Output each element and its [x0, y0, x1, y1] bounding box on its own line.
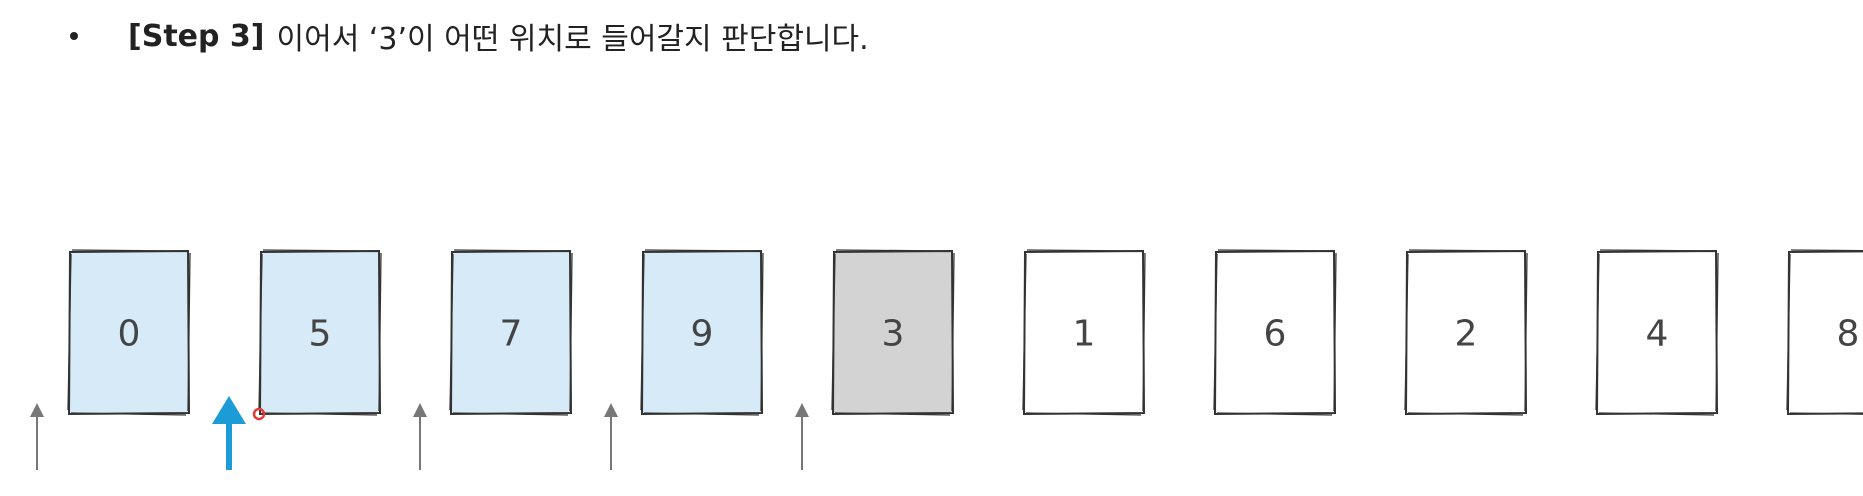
card-6: 6 [1213, 249, 1337, 416]
step-label: [Step 3] [128, 18, 265, 54]
arrow-head [604, 403, 618, 417]
insert-arrow-icon [30, 403, 44, 470]
card-outline [1213, 249, 1337, 416]
insert-arrow-icon [795, 403, 809, 470]
card-row: 0 5 7 9 3 1 6 2 4 8 [67, 249, 1863, 416]
heading-text: 이어서 ‘3’이 어떤 위치로 들어갈지 판단합니다. [276, 22, 869, 57]
insertion-arrows [30, 396, 809, 470]
card-4: 4 [1595, 249, 1719, 416]
card-9: 9 [640, 249, 764, 416]
card-outline [1595, 249, 1719, 416]
arrow-head [795, 403, 809, 417]
card-outline [449, 249, 573, 416]
card-3: 3 [831, 249, 955, 416]
card-outline [831, 249, 955, 416]
card-label: 7 [500, 314, 523, 355]
card-outline [1786, 249, 1863, 415]
mouse-pointer-icon [252, 407, 266, 421]
arrow-head [212, 396, 246, 424]
bullet-icon [70, 32, 78, 40]
card-outline [640, 249, 764, 416]
insert-arrow-icon [413, 403, 427, 470]
card-outline [67, 249, 191, 416]
card-label: 5 [309, 314, 332, 355]
card-label: 8 [1837, 314, 1860, 355]
card-outline [1022, 249, 1146, 416]
arrow-head [30, 403, 44, 417]
selected-insert-arrow-icon [212, 396, 246, 470]
heading: [Step 3] 이어서 ‘3’이 어떤 위치로 들어갈지 판단합니다. [70, 14, 869, 58]
card-label: 3 [882, 314, 905, 355]
card-5: 5 [258, 249, 382, 416]
card-label: 0 [118, 314, 141, 355]
card-2: 2 [1404, 249, 1528, 416]
card-0: 0 [67, 249, 191, 416]
card-label: 6 [1264, 314, 1287, 355]
insert-arrow-icon [604, 403, 618, 470]
arrow-head [413, 403, 427, 417]
card-label: 1 [1073, 314, 1096, 355]
card-8: 8 [1786, 249, 1863, 416]
card-outline [258, 249, 382, 416]
card-1: 1 [1022, 249, 1146, 416]
card-label: 2 [1455, 314, 1478, 355]
card-label: 9 [691, 314, 714, 355]
card-label: 4 [1646, 314, 1669, 355]
card-outline [1404, 249, 1528, 416]
card-7: 7 [449, 249, 573, 416]
